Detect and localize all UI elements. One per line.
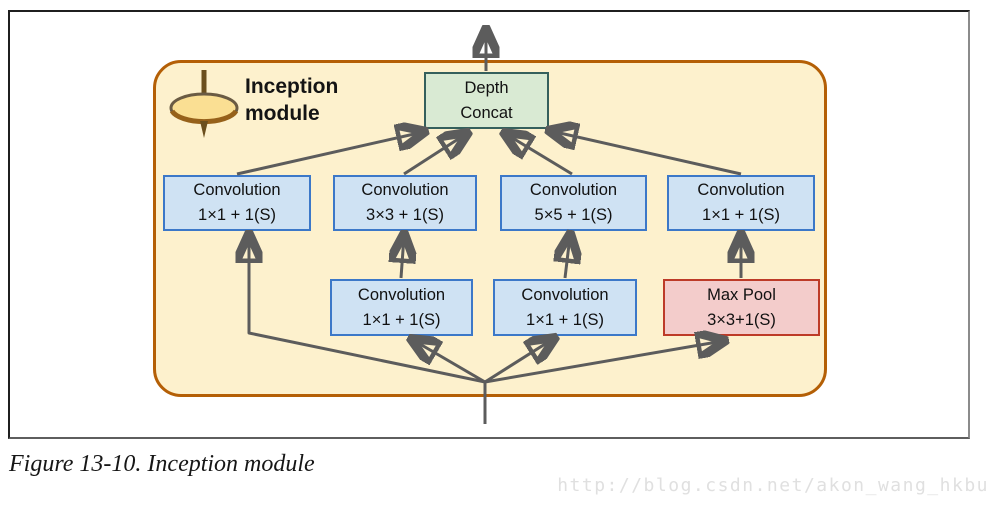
conv-params: 1×1 + 1(S) — [198, 206, 276, 224]
depth-concat-line1: Depth — [464, 78, 509, 97]
conv-5x5-box: Convolution 5×5 + 1(S) — [500, 175, 647, 231]
conv-3x3-box: Convolution 3×3 + 1(S) — [333, 175, 477, 231]
depth-concat-line2: Concat — [460, 103, 513, 122]
conv-label: Convolution — [521, 285, 609, 304]
conv-1x1-branch4-box: Convolution 1×1 + 1(S) — [667, 175, 815, 231]
conv-params: 3×3 + 1(S) — [366, 206, 444, 224]
module-label-line1: Inception — [245, 75, 339, 98]
watermark-url: http://blog.csdn.net/akon_wang_hkbu — [557, 475, 989, 496]
module-label: Inception module — [245, 73, 338, 127]
conv-params: 1×1 + 1(S) — [702, 206, 780, 224]
conv-label: Convolution — [357, 285, 446, 304]
depth-concat-box: Depth Concat — [424, 72, 549, 129]
figure-caption: Figure 13-10. Inception module — [9, 451, 315, 477]
pool-params: 3×3+1(S) — [707, 310, 776, 329]
conv-params: 1×1 + 1(S) — [362, 310, 441, 329]
conv-params: 5×5 + 1(S) — [534, 206, 613, 224]
conv-label: Convolution — [697, 181, 785, 199]
module-label-line2: module — [245, 102, 320, 125]
conv-params: 1×1 + 1(S) — [526, 310, 604, 329]
pool-label: Max Pool — [707, 285, 776, 304]
conv-label: Convolution — [193, 181, 281, 199]
conv-label: Convolution — [529, 181, 618, 199]
max-pool-box: Max Pool 3×3+1(S) — [663, 279, 820, 336]
conv-label: Convolution — [361, 181, 449, 199]
conv-1x1-reduce-branch3-box: Convolution 1×1 + 1(S) — [493, 279, 637, 336]
conv-1x1-reduce-branch2-box: Convolution 1×1 + 1(S) — [330, 279, 473, 336]
conv-1x1-branch1-box: Convolution 1×1 + 1(S) — [163, 175, 311, 231]
spinning-top-icon — [169, 70, 239, 138]
